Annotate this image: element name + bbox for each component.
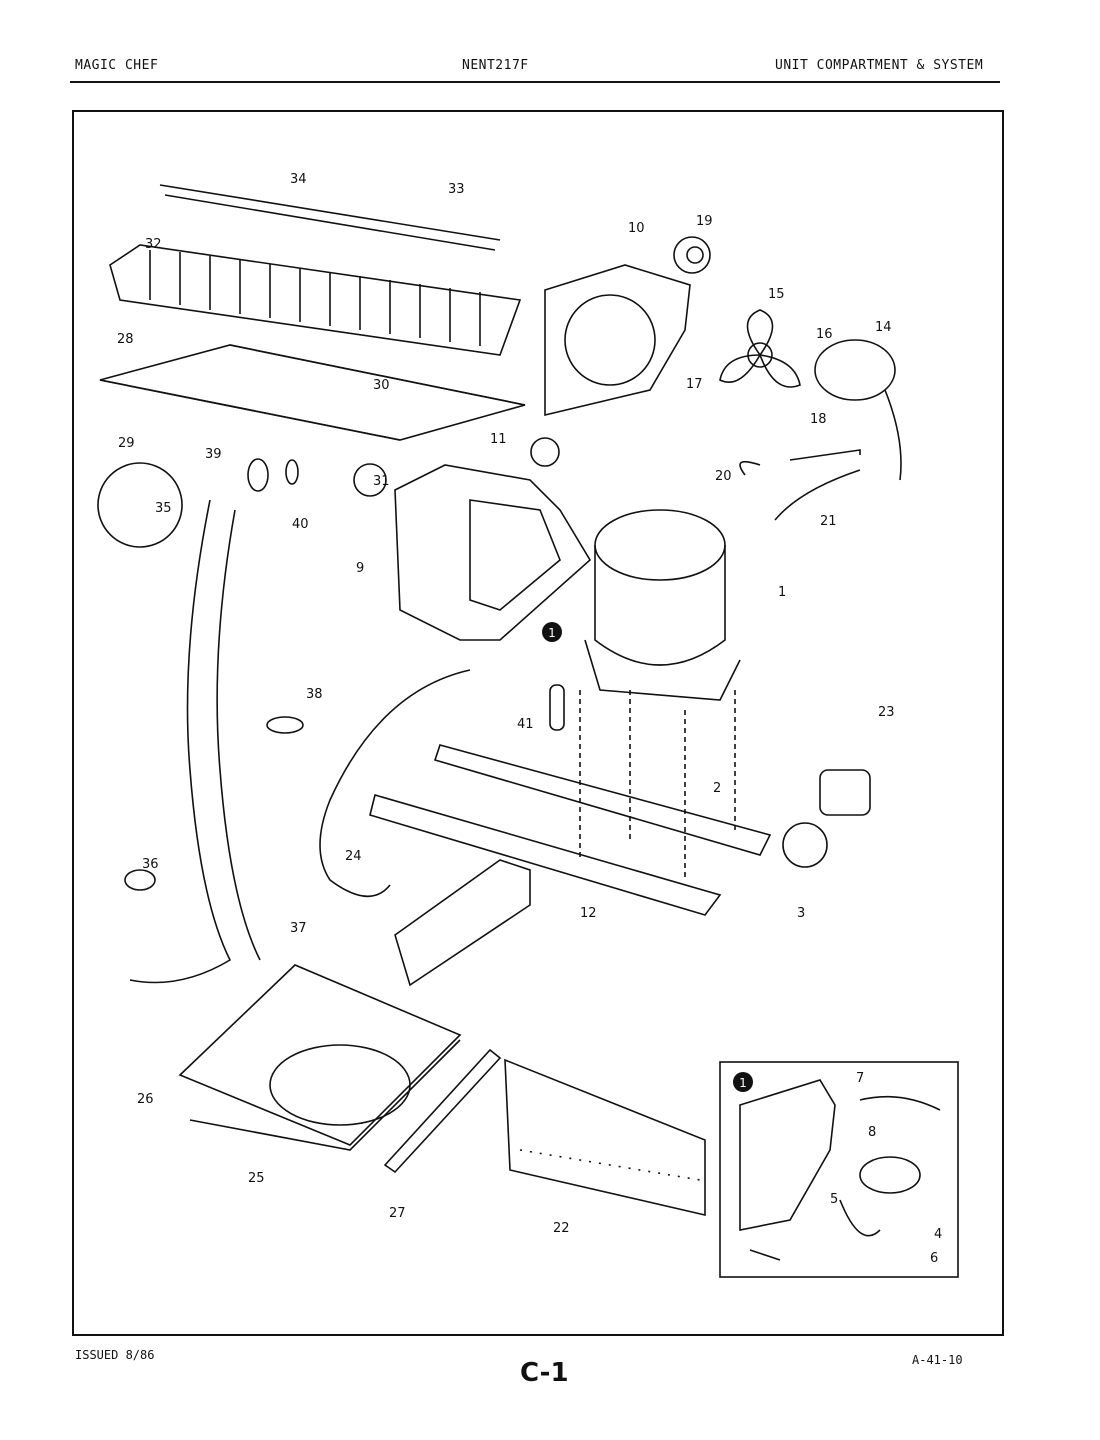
- part-label-24: 24: [345, 849, 362, 864]
- part-label-36: 36: [142, 857, 159, 872]
- part-label-22: 22: [553, 1221, 570, 1236]
- part-label-39: 39: [205, 447, 222, 462]
- part-label-23: 23: [878, 705, 895, 720]
- footer-issued: ISSUED 8/86: [75, 1348, 155, 1362]
- part-label-20: 20: [715, 469, 732, 484]
- part-label-32: 32: [145, 237, 162, 252]
- header-model: NENT217F: [462, 58, 529, 73]
- part-label-26: 26: [137, 1092, 154, 1107]
- part-label-1: 1: [778, 585, 786, 600]
- part-label-29: 29: [118, 436, 135, 451]
- header-rule: [70, 81, 1000, 83]
- cover-panel: [504, 1058, 706, 1217]
- part-label-12: 12: [580, 906, 597, 921]
- part-label-5: 5: [830, 1192, 838, 1207]
- part-label-30: 30: [373, 378, 390, 393]
- part-label-34: 34: [290, 172, 307, 187]
- header-section: UNIT COMPARTMENT & SYSTEM: [775, 58, 984, 73]
- part-label-38: 38: [306, 687, 323, 702]
- inset-box: [719, 1061, 959, 1278]
- part-label-11: 11: [490, 432, 507, 447]
- header-brand: MAGIC CHEF: [75, 58, 159, 73]
- drain-hose: [129, 499, 261, 984]
- footer-code: A-41-10: [912, 1353, 963, 1367]
- part-label-33: 33: [448, 182, 465, 197]
- part-label-27: 27: [389, 1206, 406, 1221]
- rear-rail: [433, 744, 772, 856]
- part-label-4: 4: [934, 1227, 942, 1242]
- diagram-frame: [72, 110, 1004, 1336]
- part-label-15: 15: [768, 287, 785, 302]
- front-rail: [369, 794, 722, 916]
- part-label-31: 31: [373, 474, 390, 489]
- fan-shroud: [544, 264, 691, 417]
- part-label-37: 37: [290, 921, 307, 936]
- inset-marker: 1: [739, 1076, 747, 1090]
- part-label-18: 18: [810, 412, 827, 427]
- compressor: [584, 509, 741, 701]
- part-label-17: 17: [686, 377, 703, 392]
- part-label-41: 41: [517, 717, 534, 732]
- part-label-16: 16: [816, 327, 833, 342]
- condenser-coil: [109, 184, 522, 356]
- footer-page: C-1: [520, 1358, 569, 1388]
- drain-pan: [178, 964, 462, 1146]
- part-label-2: 2: [713, 781, 721, 796]
- part-label-19: 19: [696, 214, 713, 229]
- part-label-10: 10: [628, 221, 645, 236]
- part-label-7: 7: [856, 1071, 864, 1086]
- part-label-40: 40: [292, 517, 309, 532]
- part-label-28: 28: [117, 332, 134, 347]
- part-label-9: 9: [356, 561, 364, 576]
- part-label-21: 21: [820, 514, 837, 529]
- part-label-14: 14: [875, 320, 892, 335]
- part-label-3: 3: [797, 906, 805, 921]
- part-label-35: 35: [155, 501, 172, 516]
- part-label-25: 25: [248, 1171, 265, 1186]
- part-label-6: 6: [930, 1251, 938, 1266]
- drain-unit: [394, 464, 592, 641]
- part-label-8: 8: [868, 1125, 876, 1140]
- power-cord: [319, 669, 471, 898]
- fan-blade: [719, 309, 801, 388]
- callout-marker: 1: [548, 626, 556, 640]
